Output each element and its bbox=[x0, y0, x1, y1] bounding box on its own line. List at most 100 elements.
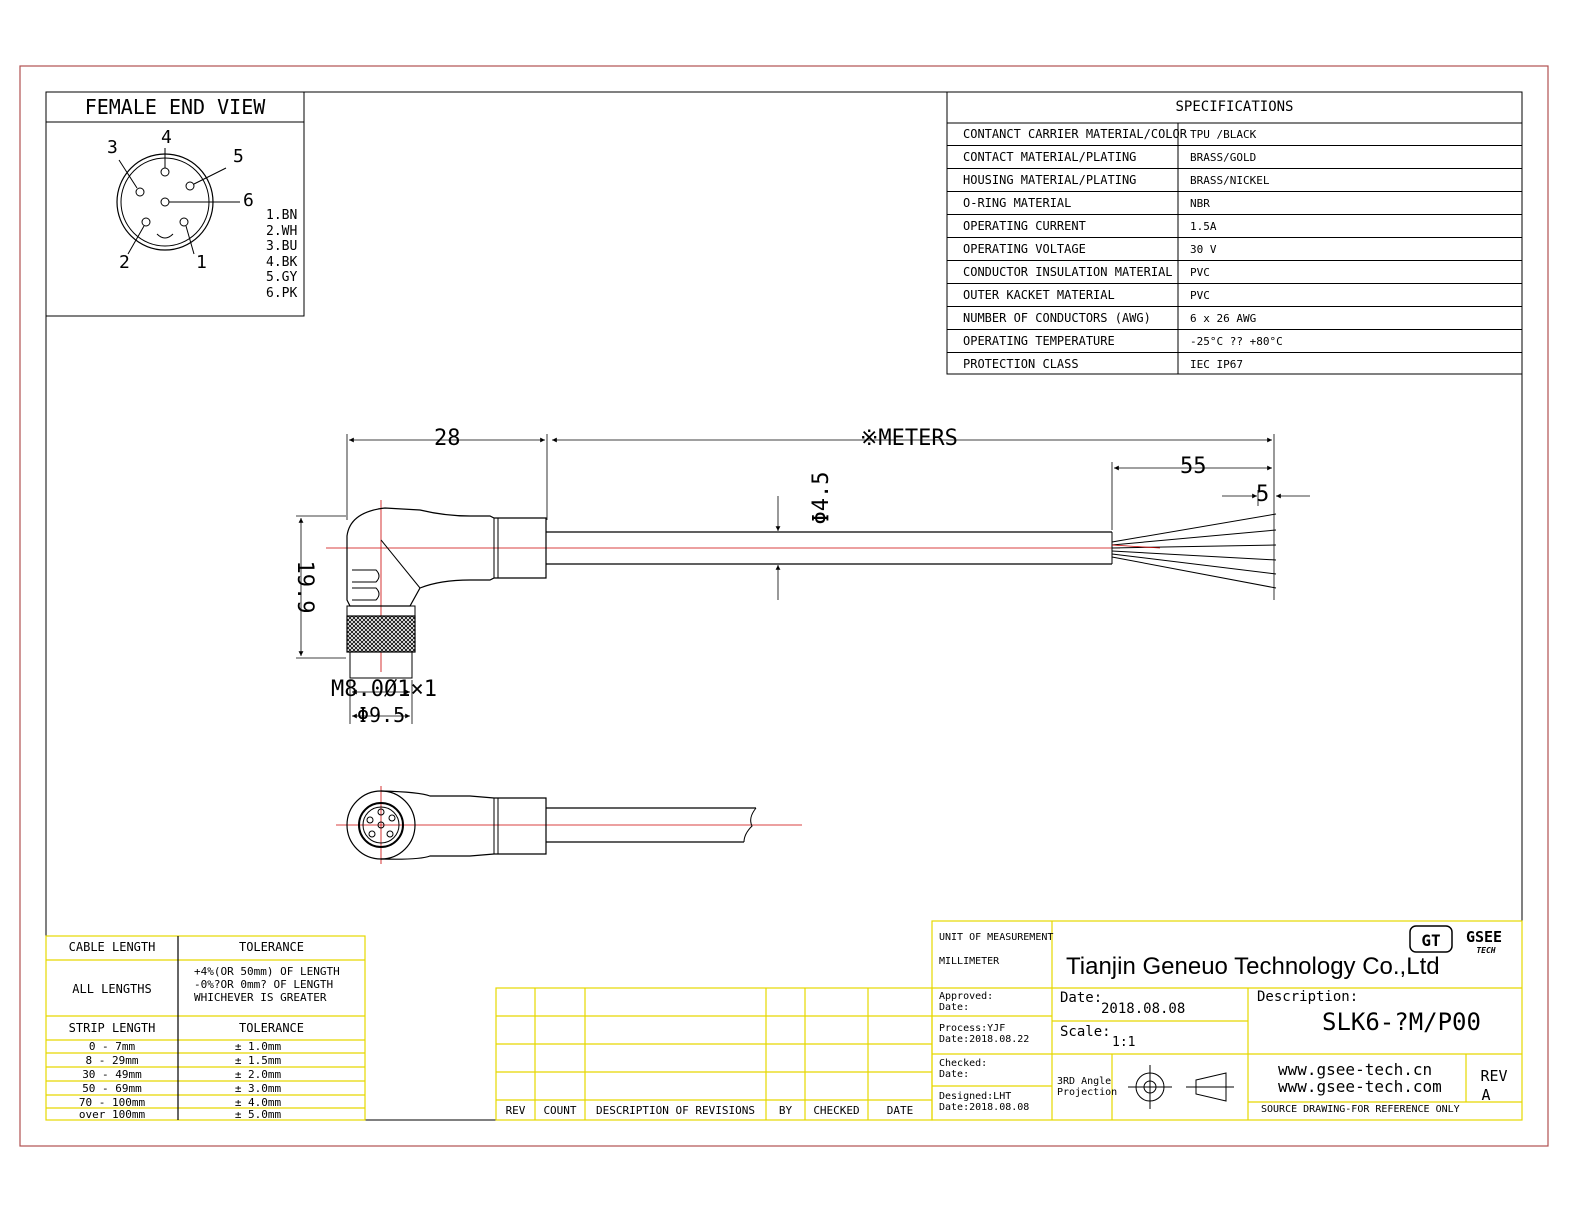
strip-range: 70 - 100mm bbox=[78, 1096, 146, 1109]
spec-value: -25°C ?? +80°C bbox=[1190, 335, 1283, 348]
dim-cable-diameter: Φ4.5 bbox=[809, 472, 834, 525]
pin-label-1: 1 bbox=[196, 252, 207, 273]
description-col-header: DESCRIPTION OF REVISIONS bbox=[596, 1104, 755, 1117]
count-col-header: COUNT bbox=[543, 1104, 577, 1117]
revisions-table-lines bbox=[495, 987, 933, 1121]
strip-tol: ± 4.0mm bbox=[234, 1096, 282, 1109]
scale-value: 1:1 bbox=[1112, 1035, 1136, 1050]
wire-2: 2.WH bbox=[266, 223, 298, 239]
logo-text: GSEE bbox=[1466, 928, 1502, 946]
approved-date: Date: bbox=[939, 1002, 970, 1013]
logo-sub: TECH bbox=[1476, 946, 1495, 955]
spec-value: TPU /BLACK bbox=[1190, 128, 1257, 141]
dim-nut-diameter: Φ9.5 bbox=[357, 703, 406, 727]
dim-height: 19.9 bbox=[292, 561, 317, 614]
wire-5: 5.GY bbox=[266, 270, 298, 286]
strip-tol: ± 1.5mm bbox=[234, 1054, 282, 1067]
process-date: Date:2018.08.22 bbox=[939, 1034, 1030, 1045]
title-block-lines bbox=[931, 920, 1523, 1121]
spec-title: SPECIFICATIONS bbox=[1175, 99, 1294, 115]
dim-wire-strip: 5 bbox=[1256, 482, 1270, 507]
spec-row: NUMBER OF CONDUCTORS (AWG) 6 x 26 AWG bbox=[947, 307, 1522, 330]
wire-color-list: 1.BN 2.WH 3.BU 4.BK 5.GY 6.PK bbox=[266, 208, 297, 302]
dim-thread: M8.0Ø1×1 bbox=[331, 677, 437, 702]
strip-tol: ± 3.0mm bbox=[234, 1082, 282, 1095]
strip-range: 30 - 49mm bbox=[82, 1068, 142, 1081]
spec-key: CONTANCT CARRIER MATERIAL/COLOR bbox=[963, 127, 1187, 141]
company-logo: GT GSEE TECH bbox=[1409, 925, 1502, 955]
rev-label: REV bbox=[1480, 1067, 1508, 1085]
wire-4: 4.BK bbox=[266, 254, 298, 270]
checked-date: Date: bbox=[939, 1069, 970, 1080]
tolerance-line: WHICHEVER IS GREATER bbox=[194, 991, 327, 1004]
spec-key: CONDUCTOR INSULATION MATERIAL bbox=[963, 265, 1173, 279]
spec-key: OPERATING CURRENT bbox=[963, 219, 1086, 233]
strip-tolerance-header: TOLERANCE bbox=[238, 1021, 305, 1035]
date-label: Date: bbox=[1060, 990, 1103, 1006]
tolerance-line: +4%(OR 50mm) OF LENGTH bbox=[194, 965, 340, 978]
spec-value: BRASS/GOLD bbox=[1190, 151, 1257, 164]
all-lengths-tolerance: +4%(OR 50mm) OF LENGTH -0%?OR 0mm? OF LE… bbox=[194, 965, 340, 1004]
company-name: Tianjin Geneuo Technology Co.,Ltd bbox=[1066, 953, 1440, 980]
pin-label-5: 5 bbox=[233, 146, 244, 167]
strip-range: 50 - 69mm bbox=[82, 1082, 142, 1095]
pin-label-2: 2 bbox=[119, 252, 130, 273]
source-note: SOURCE DRAWING-FOR REFERENCE ONLY bbox=[1261, 1104, 1460, 1115]
spec-value: BRASS/NICKEL bbox=[1190, 174, 1270, 187]
by-col-header: BY bbox=[778, 1104, 793, 1117]
all-lengths-label: ALL LENGTHS bbox=[72, 982, 152, 996]
spec-value: 1.5A bbox=[1190, 220, 1217, 233]
projection-label-2: Projection bbox=[1057, 1087, 1118, 1098]
female-end-view-box bbox=[45, 91, 305, 317]
designed-date: Date:2018.08.08 bbox=[939, 1102, 1030, 1113]
spec-row: CONDUCTOR INSULATION MATERIAL PVC bbox=[947, 261, 1522, 284]
spec-value: NBR bbox=[1190, 197, 1210, 210]
description-label: Description: bbox=[1257, 989, 1359, 1005]
unit-label: UNIT OF MEASUREMENT bbox=[939, 932, 1054, 943]
rev-value: A bbox=[1481, 1086, 1491, 1104]
dimension-lines bbox=[296, 434, 1310, 724]
spec-row: OPERATING TEMPERATURE-25°C ?? +80°C bbox=[947, 330, 1522, 353]
spec-key: O-RING MATERIAL bbox=[963, 196, 1072, 210]
date-value: 2018.08.08 bbox=[1101, 1001, 1186, 1017]
female-end-view-title: FEMALE END VIEW bbox=[84, 95, 266, 119]
strip-range: 0 - 7mm bbox=[88, 1040, 136, 1053]
dim-strip-length: 55 bbox=[1180, 454, 1207, 479]
strip-range: over 100mm bbox=[78, 1108, 146, 1121]
website-com: www.gsee-tech.com bbox=[1278, 1077, 1442, 1096]
dim-connector-length: 28 bbox=[434, 426, 461, 451]
process-label: Process:YJF bbox=[939, 1023, 1006, 1034]
cable-length-header: CABLE LENGTH bbox=[68, 940, 156, 954]
spec-box bbox=[946, 91, 1523, 375]
checked-label: Checked: bbox=[939, 1058, 988, 1069]
spec-value: PVC bbox=[1190, 266, 1210, 279]
spec-key: NUMBER OF CONDUCTORS (AWG) bbox=[963, 311, 1151, 325]
wire-1: 1.BN bbox=[266, 208, 298, 223]
spec-key: OUTER KACKET MATERIAL bbox=[963, 288, 1115, 302]
strip-tol: ± 5.0mm bbox=[234, 1108, 282, 1121]
checked-col-header: CHECKED bbox=[813, 1104, 860, 1117]
spec-value: 6 x 26 AWG bbox=[1190, 312, 1257, 325]
date-col-header: DATE bbox=[886, 1104, 914, 1117]
spec-key: PROTECTION CLASS bbox=[963, 357, 1079, 371]
spec-row: O-RING MATERIAL NBR bbox=[947, 192, 1522, 215]
pin-label-6: 6 bbox=[243, 190, 254, 211]
strip-tol: ± 1.0mm bbox=[234, 1040, 282, 1053]
spec-value: 30 V bbox=[1190, 243, 1217, 256]
tolerance-line: -0%?OR 0mm? OF LENGTH bbox=[194, 978, 334, 991]
spec-key: OPERATING VOLTAGE bbox=[963, 242, 1086, 256]
specifications-table: SPECIFICATIONS CONTANCT CARRIER MATERIAL… bbox=[947, 92, 1522, 374]
spec-row: OPERATING CURRENT 1.5A bbox=[947, 215, 1522, 238]
front-view bbox=[336, 786, 802, 864]
wire-6: 6.PK bbox=[266, 285, 298, 301]
strip-length-header: STRIP LENGTH bbox=[68, 1021, 156, 1035]
unit-value: MILLIMETER bbox=[939, 956, 1000, 967]
side-view bbox=[326, 500, 1277, 679]
